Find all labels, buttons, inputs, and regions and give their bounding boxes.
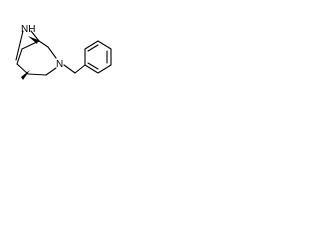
- bicyclic-core: [15, 30, 57, 76]
- bond-ch2-phenyl: [74, 64, 86, 74]
- bond-c2-n3: [47, 46, 57, 59]
- bond-c6-c7: [16, 48, 23, 65]
- bond-c1-c2: [38, 40, 49, 48]
- bond-n3-ch2: [63, 64, 76, 74]
- atom-label-ring-n: N: [56, 59, 63, 70]
- wedge-bond-upper: [28, 36, 38, 44]
- atom-label-bridge-nh: NH: [21, 24, 35, 35]
- double-bond-inner-1: [87, 44, 99, 52]
- wedge-bond-lower: [21, 70, 30, 80]
- bond-nh-c1: [30, 30, 40, 42]
- bond-c4-c5: [27, 73, 47, 76]
- double-bond-inner-3: [87, 62, 99, 70]
- bond-n3-c4: [45, 67, 57, 76]
- bond-c7-c5: [16, 63, 29, 75]
- benzyl-group: [63, 40, 112, 74]
- chemical-structure: NH N: [15, 24, 112, 80]
- bond-nh-c5: [15, 30, 24, 61]
- phenyl-ring: [84, 40, 112, 74]
